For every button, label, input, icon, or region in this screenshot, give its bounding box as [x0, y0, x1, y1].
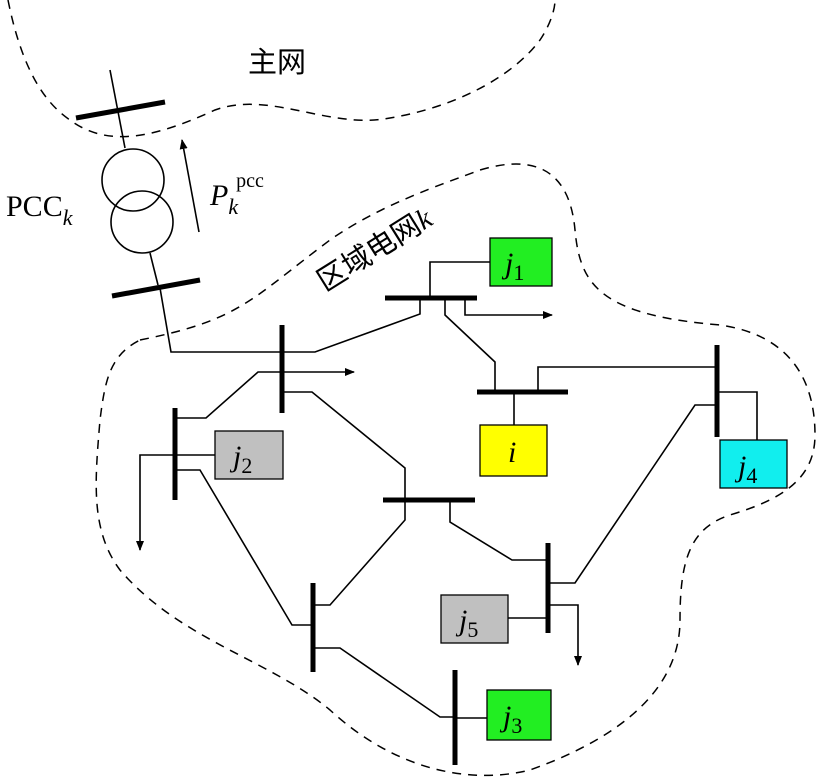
transformer-winding-upper — [101, 148, 165, 212]
power-flow-label-sub: k — [228, 194, 239, 219]
line-bus-a-to-bus-c — [175, 371, 282, 419]
node-i-label: i — [508, 436, 516, 469]
node-j5-box — [440, 594, 509, 644]
node-i-box — [479, 424, 548, 477]
line-bus-b-to-bus-d — [444, 298, 496, 392]
node-j3-subscript: 3 — [511, 713, 522, 738]
node-j2-label: j2 — [229, 440, 252, 478]
power-flow-label-base: P — [209, 179, 228, 212]
node-j4-connector — [717, 391, 758, 440]
power-flow-label: Pkpcc — [209, 170, 264, 219]
node-j3-label: j3 — [499, 700, 522, 738]
node-j1-subscript: 1 — [513, 260, 524, 285]
node-j4-subscript: 4 — [746, 463, 757, 488]
node-j1-box — [489, 237, 553, 287]
line-bus-a-to-bus-b — [282, 298, 421, 353]
regional-grid-label-text: 区域电网 — [311, 208, 427, 298]
load-arrow-b — [464, 298, 553, 319]
pcc-tie-line — [159, 287, 282, 353]
line-bus-e-to-bus-g — [449, 500, 548, 561]
pcc-feeder-lower — [149, 252, 159, 286]
node-j1: j1 — [489, 237, 553, 287]
line-bus-e-to-bus-f — [313, 500, 406, 606]
line-bus-d-to-bus-h — [537, 366, 717, 392]
node-j4-label: j4 — [734, 450, 757, 488]
pcc-label-sub: k — [63, 205, 74, 230]
node-j5-label: j5 — [455, 604, 478, 642]
transformer-winding-lower — [110, 190, 174, 254]
node-j2-box — [214, 430, 284, 480]
power-flow-label-sup: pcc — [236, 170, 264, 192]
pcc-label: PCCk — [6, 190, 74, 230]
node-i-letter: i — [508, 436, 516, 469]
node-j2: j2 — [214, 430, 284, 480]
node-j5-subscript: 5 — [467, 617, 478, 642]
main-grid-bus — [75, 99, 166, 121]
node-j2-letter: j — [229, 440, 241, 473]
line-bus-c-to-bus-f — [175, 469, 313, 626]
line-bus-a-to-bus-e — [282, 391, 406, 500]
node-j5: j5 — [440, 594, 509, 644]
main-grid-label: 主网 — [248, 45, 306, 79]
line-bus-f-to-bus-j — [313, 647, 455, 718]
node-j2-subscript: 2 — [241, 453, 252, 478]
pcc-label-base: PCC — [6, 190, 63, 223]
load-arrow-c — [136, 454, 175, 551]
node-j1-label: j1 — [501, 247, 524, 285]
node-j1-letter: j — [501, 247, 513, 280]
power-flow-arrow — [179, 139, 200, 233]
node-j4-letter: j — [734, 450, 746, 483]
node-j1-connector — [429, 261, 490, 298]
main-grid-boundary — [7, 0, 556, 138]
node-j3: j3 — [486, 689, 552, 741]
node-j3-box — [486, 689, 552, 741]
line-bus-h-to-bus-g — [548, 404, 717, 584]
node-j3-letter: j — [499, 700, 511, 733]
node-j4: j4 — [719, 439, 788, 489]
load-arrow-g — [548, 604, 582, 666]
pcc-feeder-upper — [109, 69, 126, 149]
pcc-bus — [111, 277, 201, 299]
node-i: i — [479, 424, 548, 477]
regional-grid-label: 区域电网k — [311, 200, 439, 298]
node-j5-letter: j — [455, 604, 467, 637]
node-j4-box — [719, 439, 788, 489]
regional-grid-boundary — [95, 163, 816, 777]
